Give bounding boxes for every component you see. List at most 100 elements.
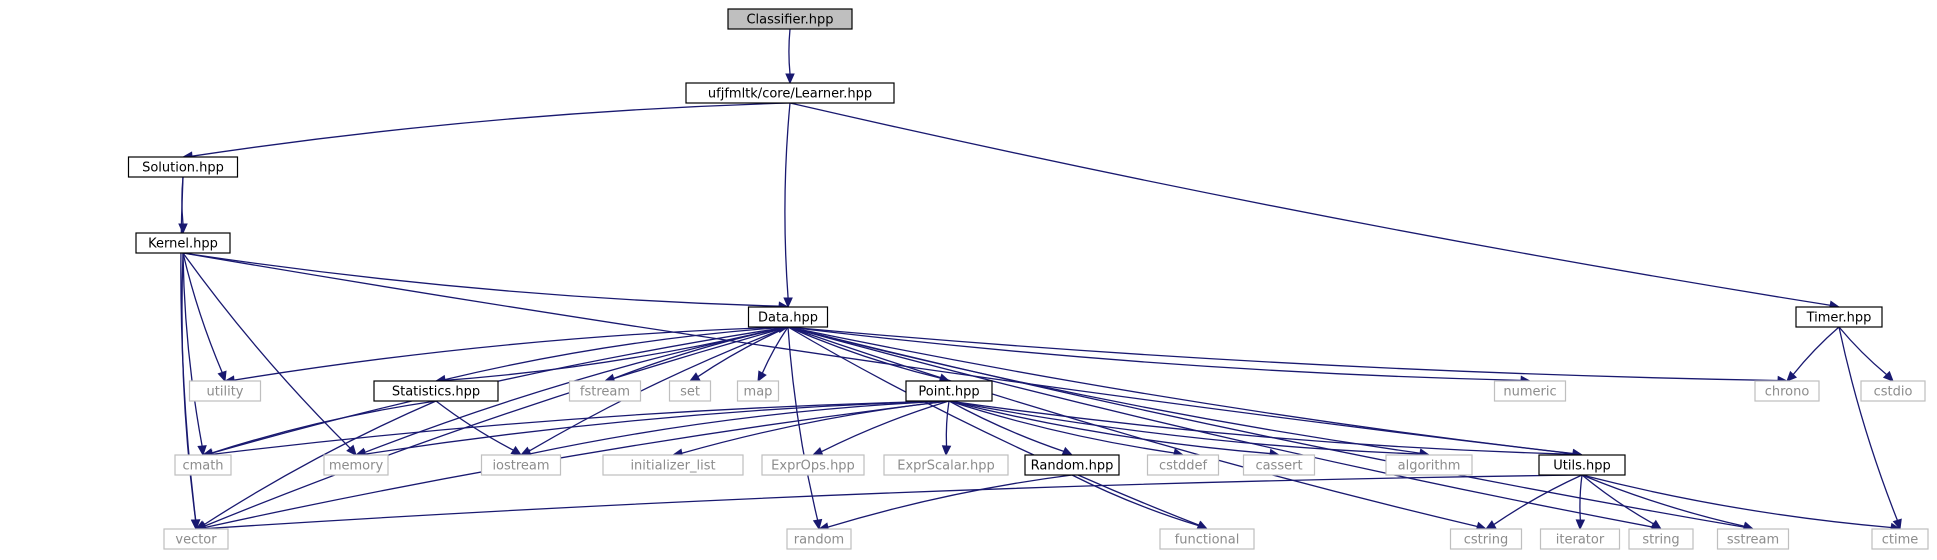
node-label-iterator: iterator [1556,533,1605,548]
edge-statistics-to-data [435,327,780,382]
node-label-cstdio: cstdio [1874,385,1913,400]
edge-utils-to-cstring [1493,474,1583,526]
edge-data-to-functional [787,326,1200,526]
node-label-exprops: ExprOps.hpp [771,459,855,474]
node-label-timer: Timer.hpp [1806,311,1872,326]
node-label-chrono: chrono [1765,385,1810,400]
edge-point-to-utils [948,400,1574,455]
node-ctime: ctime [1871,528,1929,550]
node-utils[interactable]: Utils.hpp [1538,454,1626,476]
arrowhead-data-to-random [812,518,823,531]
arrowhead-timer-to-ctime [1892,518,1902,531]
node-label-classifier: Classifier.hpp [746,13,833,28]
edge-point-to-random_hpp [948,400,1064,452]
node-label-solution: Solution.hpp [142,161,224,176]
node-label-point: Point.hpp [918,385,979,400]
arrowhead-classifier-to-learner [785,73,795,85]
node-box-functional [1159,528,1255,550]
node-label-kernel: Kernel.hpp [148,237,218,252]
edge-point-to-vector [204,400,950,529]
arrowhead-data-to-map [757,370,767,383]
edge-statistics-to-cmath [211,400,437,454]
edge-utils-to-sstream [1581,474,1745,527]
node-box-numeric [1493,380,1567,402]
edge-utils-to-string [1581,474,1654,525]
node-box-chrono [1754,380,1820,402]
node-label-cstddef: cstddef [1159,459,1208,474]
node-box-random_hpp [1024,454,1120,476]
edge-data-to-string [787,326,1653,528]
arrowhead-kernel-to-memory [346,444,357,456]
node-fstream: fstream [568,380,642,402]
node-kernel[interactable]: Kernel.hpp [135,232,231,254]
node-label-cstring: cstring [1464,533,1508,548]
edge-data-to-utils [787,326,1574,455]
node-statistics[interactable]: Statistics.hpp [373,380,499,402]
arrowhead-utils-to-cstring [1484,520,1497,530]
node-label-fstream: fstream [580,385,630,400]
edge-point-to-cstddef [948,400,1175,454]
node-random: random [786,528,852,550]
node-label-set: set [680,385,700,400]
node-learner[interactable]: ufjfmltk/core/Learner.hpp [685,82,895,104]
arrowhead-point-to-random_hpp [1061,446,1074,456]
node-box-random [786,528,852,550]
node-label-random: random [794,533,844,548]
node-label-statistics: Statistics.hpp [392,385,480,400]
edge-kernel-to-utility [182,252,223,373]
edge-data-to-map [761,326,789,374]
edge-data-to-statistics [444,326,789,381]
node-box-ctime [1871,528,1929,550]
node-cstdio: cstdio [1860,380,1926,402]
edge-kernel-to-vector [181,252,197,521]
node-classifier[interactable]: Classifier.hpp [727,8,853,30]
arrowhead-kernel-to-vector [190,519,201,531]
node-chrono: chrono [1754,380,1820,402]
node-box-cmath [174,454,232,476]
node-timer[interactable]: Timer.hpp [1795,306,1883,328]
edge-point-to-memory [364,400,950,455]
node-point[interactable]: Point.hpp [905,380,993,402]
node-box-cassert [1242,454,1316,476]
node-solution[interactable]: Solution.hpp [127,156,239,178]
node-box-cstddef [1146,454,1220,476]
node-data[interactable]: Data.hpp [747,306,829,328]
node-label-utility: utility [207,385,244,400]
node-box-initializer_list [602,454,744,476]
node-box-set [668,380,712,402]
node-label-data: Data.hpp [758,311,818,326]
arrowhead-point-to-exprops [811,447,824,456]
node-label-map: map [744,385,773,400]
node-box-sstream [1716,528,1790,550]
node-box-kernel [135,232,231,254]
node-label-string: string [1642,533,1679,548]
node-label-iostream: iostream [492,459,549,474]
node-box-exprops [761,454,865,476]
edge-kernel-to-memory [182,252,351,449]
node-box-cstdio [1860,380,1926,402]
node-box-vector [163,528,229,550]
edge-point-to-cmath [211,400,950,455]
node-label-initializer_list: initializer_list [630,459,715,474]
edge-classifier-to-learner [788,28,791,75]
node-functional: functional [1159,528,1255,550]
node-label-sstream: sstream [1727,533,1779,548]
node-box-utils [1538,454,1626,476]
arrowhead-kernel-to-cmath [197,445,207,457]
node-box-memory [323,454,389,476]
node-vector: vector [163,528,229,550]
node-label-exprscalar: ExprScalar.hpp [897,459,994,474]
node-box-cstring [1449,528,1523,550]
node-label-numeric: numeric [1503,385,1556,400]
node-box-classifier [727,8,853,30]
node-label-utils: Utils.hpp [1553,459,1610,474]
node-layer: Classifier.hpp ufjfmltk/core/Learner.hppS… [127,8,1929,550]
node-label-random_hpp: Random.hpp [1031,459,1114,474]
node-box-timer [1795,306,1883,328]
node-random_hpp[interactable]: Random.hpp [1024,454,1120,476]
node-utility: utility [188,380,262,402]
edge-point-to-initializer_list [681,400,950,454]
edge-data-to-point [787,326,941,379]
node-box-iostream [480,454,562,476]
edge-random_hpp-to-functional [1071,474,1199,527]
